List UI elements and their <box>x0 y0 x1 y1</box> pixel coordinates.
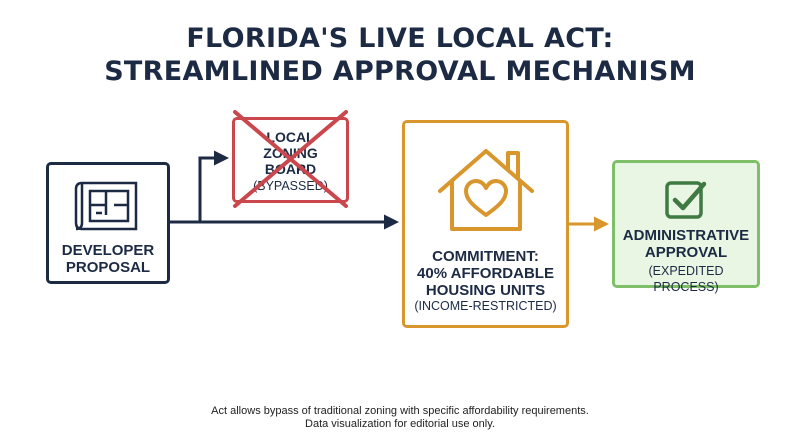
developer-label-line-1: DEVELOPER <box>61 242 155 259</box>
commitment-label-line-3: HOUSING UNITS <box>425 282 546 299</box>
page-title: FLORIDA'S LIVE LOCAL ACT: STREAMLINED AP… <box>0 22 800 88</box>
connector-developer-to-zoning <box>198 150 229 222</box>
developer-proposal-node: DEVELOPER PROPOSAL <box>46 162 170 284</box>
developer-label-line-2: PROPOSAL <box>65 259 151 276</box>
zoning-board-node: LOCAL ZONING BOARD (BYPASSED) <box>232 110 349 208</box>
approval-note: (EXPEDITED PROCESS) <box>648 264 724 294</box>
commitment-label-line-1: COMMITMENT: <box>432 248 539 265</box>
commitment-label: COMMITMENT: 40% AFFORDABLE HOUSING UNITS <box>405 248 566 299</box>
commitment-node: COMMITMENT: 40% AFFORDABLE HOUSING UNITS… <box>402 120 569 328</box>
title-line-2: STREAMLINED APPROVAL MECHANISM <box>104 56 696 87</box>
developer-label: DEVELOPER PROPOSAL <box>49 242 167 276</box>
house-heart-icon <box>438 149 534 231</box>
commitment-note: (INCOME-RESTRICTED) <box>414 299 557 313</box>
blueprint-icon <box>74 181 138 231</box>
checkmark-icon <box>665 181 707 219</box>
approval-label: ADMINISTRATIVE APPROVAL <box>615 227 757 261</box>
approval-label-line-1: ADMINISTRATIVE <box>622 227 750 244</box>
footnote: Act allows bypass of traditional zoning … <box>0 405 800 431</box>
footnote-line-1: Act allows bypass of traditional zoning … <box>211 405 589 417</box>
cross-out-icon <box>233 110 348 208</box>
approval-label-line-2: APPROVAL <box>644 244 728 261</box>
administrative-approval-node: ADMINISTRATIVE APPROVAL (EXPEDITED PROCE… <box>612 160 760 294</box>
commitment-label-line-2: 40% AFFORDABLE <box>417 265 554 282</box>
zoning-label-line-1: LOCAL <box>266 129 315 145</box>
zoning-status: (BYPASSED) <box>253 179 328 193</box>
title-line-1: FLORIDA'S LIVE LOCAL ACT: <box>186 23 614 54</box>
zoning-label-line-3: BOARD <box>264 161 317 177</box>
footnote-line-2: Data visualization for editorial use onl… <box>305 418 495 430</box>
